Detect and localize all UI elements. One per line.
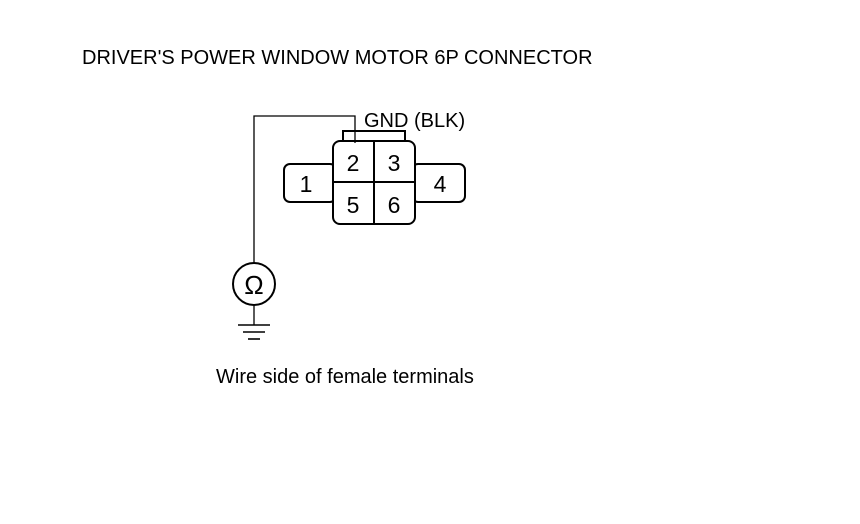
pin-2-label: 2 — [347, 150, 360, 176]
diagram-caption: Wire side of female terminals — [216, 366, 474, 388]
diagram-title: DRIVER'S POWER WINDOW MOTOR 6P CONNECTOR — [82, 47, 593, 69]
probe-wire — [253, 115, 356, 263]
gnd-terminal-label: GND (BLK) — [364, 110, 465, 132]
pin-3-label: 3 — [388, 150, 401, 176]
pin-4-label: 4 — [434, 171, 447, 197]
connector-lock-tab — [342, 130, 406, 141]
pin-6-label: 6 — [388, 192, 401, 218]
ground-icon — [238, 324, 270, 340]
ohmmeter-icon: Ω — [232, 262, 276, 306]
pin-1-label: 1 — [300, 171, 313, 197]
pin-5-label: 5 — [347, 192, 360, 218]
ohm-symbol: Ω — [244, 270, 263, 300]
